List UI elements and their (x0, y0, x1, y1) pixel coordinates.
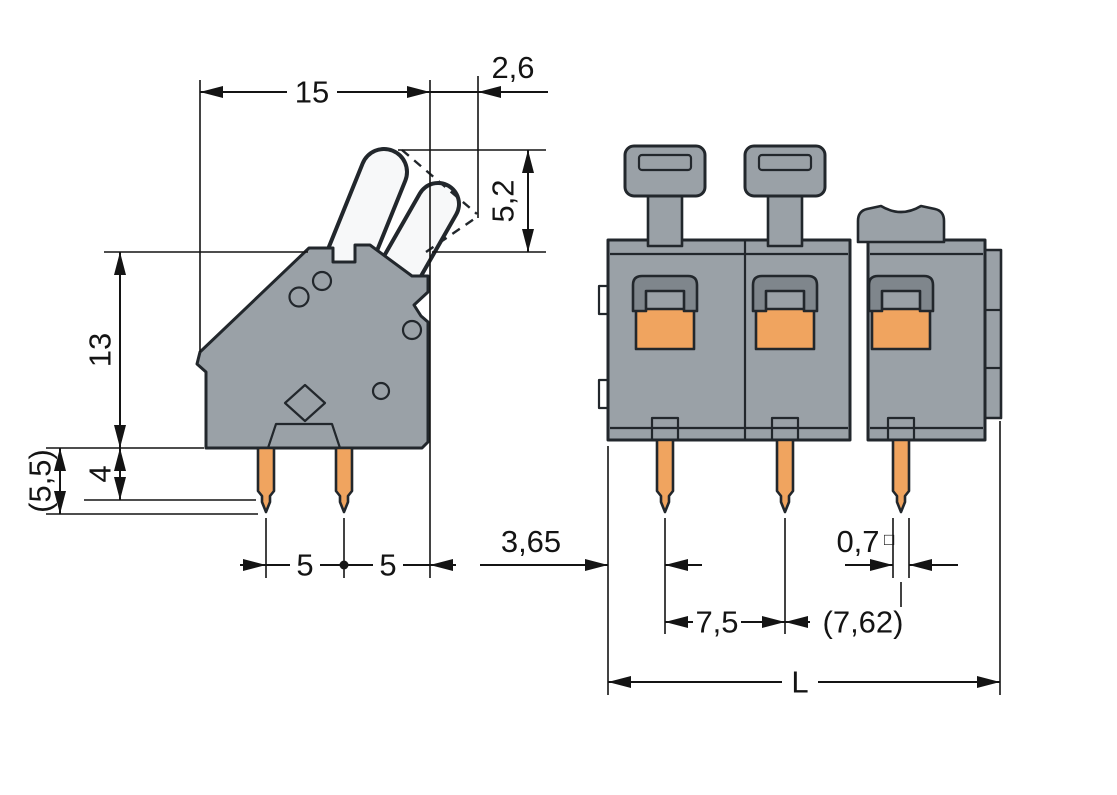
arrowhead-icon (585, 559, 608, 571)
push-button-2 (743, 144, 827, 248)
clamp-spring-2 (751, 274, 819, 313)
push-button-1 (623, 144, 707, 248)
arrowhead-icon (977, 676, 1000, 688)
clamp-spring-1 (631, 274, 699, 313)
arrowhead-icon (114, 252, 126, 275)
contact-window-1 (634, 307, 696, 351)
dim-edge-to-pin-3-65: 3,65 (480, 446, 702, 695)
dim-width-15: 15 (199, 75, 548, 578)
arrowhead-icon (909, 559, 932, 571)
dim-label-5-left: 5 (296, 548, 313, 583)
lever-front-icon (321, 147, 409, 291)
arrowhead-icon (243, 559, 266, 571)
label-bg (810, 607, 916, 637)
hinge-hole-icon (288, 286, 310, 308)
dim-label-5-5-paren: (5,5) (23, 449, 58, 513)
front-view: 3,65 0,7 □ 7,5 (7,62) (480, 144, 1003, 700)
solder-pin-side-2 (334, 446, 354, 514)
right-flange (983, 248, 1003, 420)
contact-window-2 (754, 307, 816, 351)
clamp-spring-3 (867, 274, 935, 313)
solder-pin-front-2 (775, 438, 795, 514)
arrowhead-icon (430, 559, 453, 571)
dim-lever-offset-2-6: 2,6 (477, 50, 535, 218)
dim-total-length-l: L (608, 421, 1001, 700)
button-slot-2 (757, 153, 813, 172)
lever-open-position-dashed (401, 149, 478, 253)
arrowhead-icon (665, 559, 688, 571)
arrowhead-icon (200, 86, 223, 98)
hinge-hole-2-icon (311, 270, 333, 292)
contact-window-3 (870, 307, 932, 351)
top-clip-3 (856, 204, 946, 244)
arrowhead-icon (870, 559, 893, 571)
dim-label-l: L (791, 665, 808, 700)
arrowhead-icon (407, 86, 430, 98)
label-bg (373, 550, 403, 580)
dim-pitch-7-5: 7,5 (7,62) (665, 518, 916, 640)
dim-label-2-6: 2,6 (491, 50, 534, 85)
dim-label-5-2: 5,2 (486, 179, 521, 222)
dim-label-5-right: 5 (379, 548, 396, 583)
solder-pin-side-1 (256, 446, 276, 514)
dim-dot-icon (339, 560, 349, 570)
arrowhead-icon (478, 86, 501, 98)
arrowhead-icon (522, 150, 534, 173)
dim-label-3-65: 3,65 (501, 524, 561, 559)
dim-pin-spacing: 5 5 (240, 518, 456, 583)
dim-pin-total-5-5: (5,5) (23, 448, 258, 515)
dim-pin-square-0-7: 0,7 □ (836, 518, 958, 578)
dim-label-0-7: 0,7 (836, 524, 879, 559)
arrowhead-icon (785, 616, 808, 628)
dim-label-7-5: 7,5 (695, 605, 738, 640)
dim-label-15: 15 (295, 75, 329, 110)
side-hole-icon (401, 319, 423, 341)
solder-pin-front-3 (891, 438, 911, 514)
label-bg (782, 667, 818, 697)
arrowhead-icon (114, 425, 126, 448)
label-bg (287, 77, 337, 107)
label-bg (693, 607, 741, 637)
button-slot-1 (637, 153, 693, 172)
dim-label-7-62-paren: (7,62) (823, 605, 904, 640)
side-view: 15 2,6 5,2 13 (23, 50, 548, 583)
lever-front-fill (325, 151, 405, 287)
label-bg (290, 550, 320, 580)
spring-diamond-icon (283, 383, 327, 423)
button-stem-1 (646, 192, 684, 248)
dim-label-13: 13 (83, 333, 118, 367)
arrowhead-icon (522, 229, 534, 252)
bottom-notch-icon (266, 422, 342, 449)
arrowhead-icon (608, 676, 631, 688)
solder-pin-front-1 (655, 438, 675, 514)
arrowhead-icon (762, 616, 785, 628)
arrowhead-icon (665, 616, 688, 628)
button-stem-2 (766, 192, 804, 248)
side-hole-2-icon (371, 381, 391, 401)
housing-side-body (195, 243, 430, 450)
dim-pin-length-4: 4 (83, 448, 256, 501)
square-symbol-icon: □ (884, 530, 894, 549)
dim-label-4: 4 (83, 465, 118, 482)
dim-lever-height-5-2: 5,2 (398, 149, 546, 253)
